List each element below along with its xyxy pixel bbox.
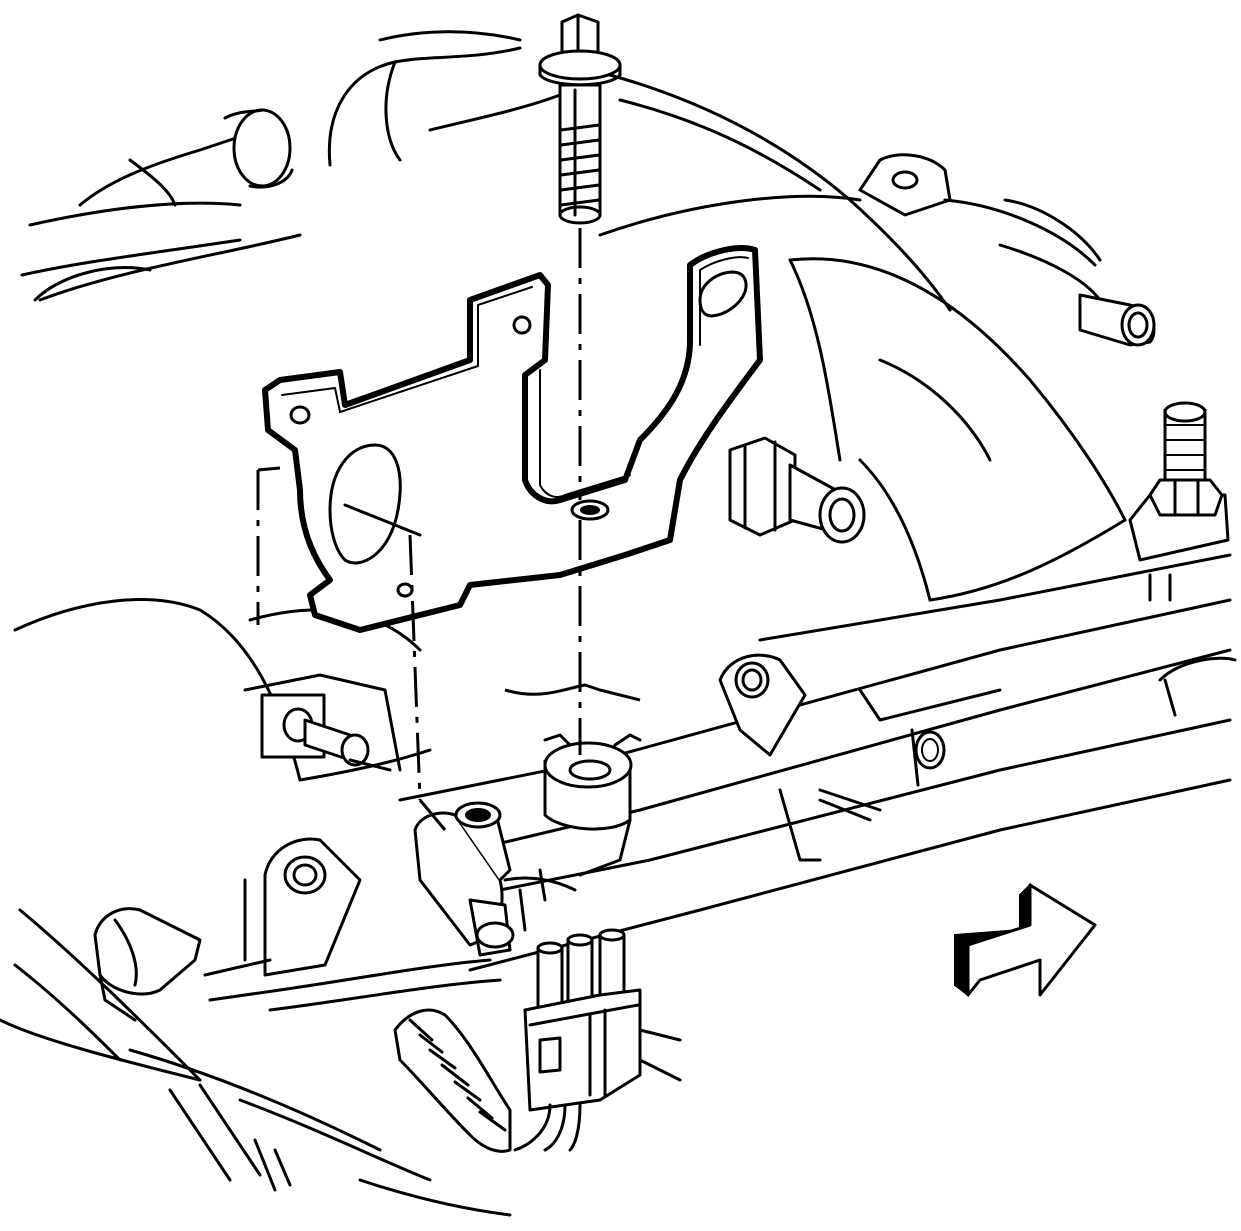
- fuel-rail: [398, 553, 1237, 972]
- hose-fitting: [728, 436, 866, 544]
- flange-bolt: [538, 13, 622, 225]
- coolant-hose: [93, 907, 202, 1022]
- stud-with-nut: [1128, 401, 1230, 602]
- alignment-lines: [256, 228, 582, 831]
- mounting-bracket: [262, 245, 763, 633]
- bracket-boss: [504, 683, 642, 877]
- front-direction-arrow-icon: [954, 882, 1097, 998]
- wiring-connector: [513, 928, 682, 1152]
- manifold-boss-left: [243, 837, 362, 977]
- wiring-harness: [393, 868, 577, 1153]
- manifold-boss-right: [718, 653, 807, 757]
- pin-fitting-left: [260, 693, 392, 772]
- vacuum-line: [203, 801, 515, 1012]
